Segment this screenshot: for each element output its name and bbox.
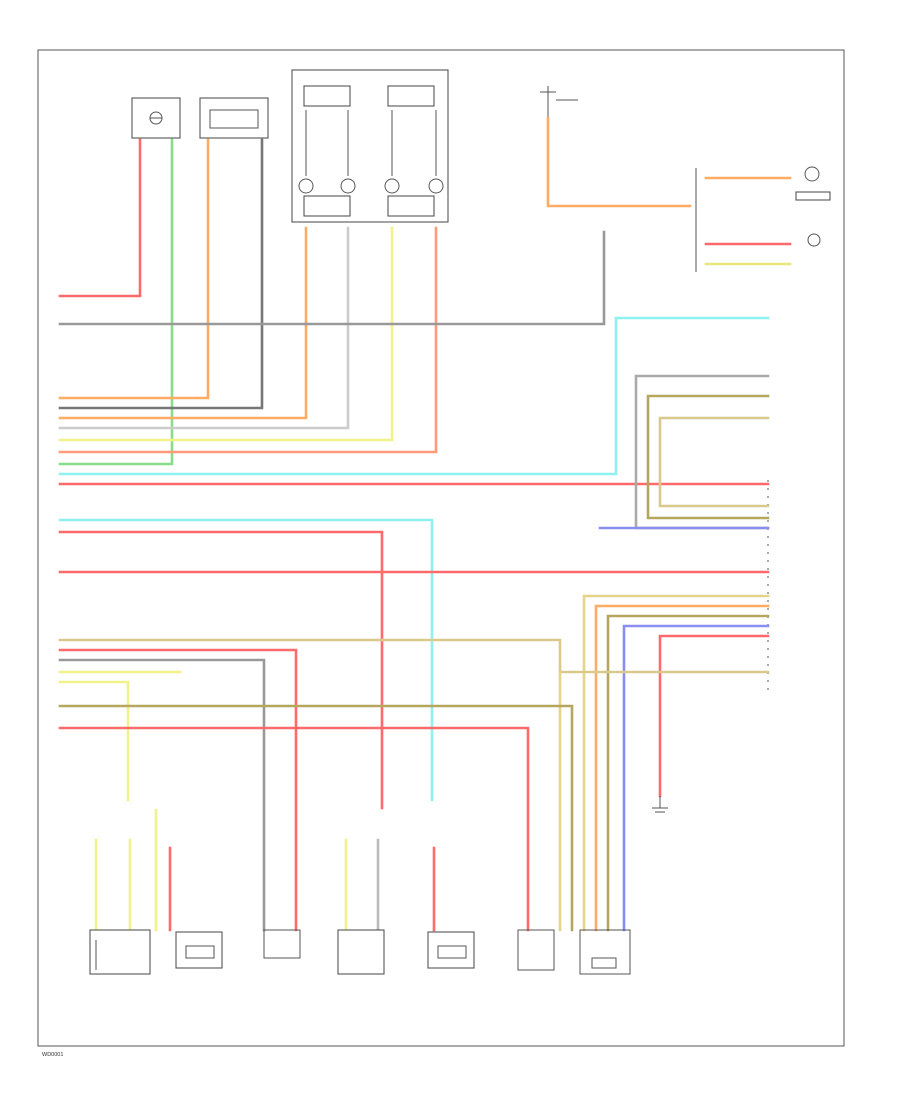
left-seatbelt-pretensioner	[175, 931, 223, 969]
wire-olive	[646, 394, 770, 520]
wire-white	[58, 226, 350, 430]
wire-green	[58, 138, 174, 466]
wire-olive-2	[606, 614, 770, 932]
wire-red-7	[58, 648, 298, 932]
wire-tan-1	[658, 416, 770, 508]
occupant-classification-module	[199, 97, 269, 139]
wire-gray-1	[58, 138, 264, 410]
squib-circuit-left	[298, 110, 356, 194]
right-seatbelt-pretensioner	[427, 931, 475, 969]
wire-red-4	[58, 530, 384, 810]
passenger-side-airbag	[517, 929, 555, 971]
squib-circuit-right	[384, 110, 444, 194]
wire-gray-2	[58, 230, 606, 326]
seatbelt-indicator-lamp	[795, 166, 831, 201]
diagram-frame	[37, 49, 845, 1047]
left-front-seat-sensor	[89, 929, 151, 975]
wire-orange-3	[546, 116, 692, 208]
wire-orange-1	[58, 138, 210, 400]
left-side-airbag	[263, 929, 301, 959]
footer-code: WD0001	[42, 1052, 63, 1058]
wire-red-1	[58, 138, 142, 298]
wire-yellow-1	[58, 226, 394, 442]
wire-orange-2	[58, 226, 308, 420]
wire-olive-3	[58, 704, 574, 932]
wire-red-8	[58, 726, 530, 932]
wire-red-6	[658, 634, 770, 798]
wire-orange-5	[594, 604, 770, 932]
ground-symbol	[652, 796, 668, 813]
airbag-control-module	[291, 69, 449, 223]
wire-gray-4	[58, 658, 266, 932]
wire-yellow-4	[58, 680, 130, 802]
wire-salmon	[58, 226, 438, 454]
passenger-occupant-sensor	[579, 929, 631, 975]
right-side-connector-upper	[695, 168, 821, 272]
wire-tan-3	[58, 638, 770, 674]
wire-tan-2	[582, 594, 770, 932]
wire-blue-2	[622, 624, 770, 932]
fuse-block-connector	[540, 86, 578, 120]
wire-cyan-1	[58, 316, 770, 476]
passenger-seatbelt-sensor	[131, 97, 181, 139]
right-front-seat-sensor	[337, 929, 385, 975]
